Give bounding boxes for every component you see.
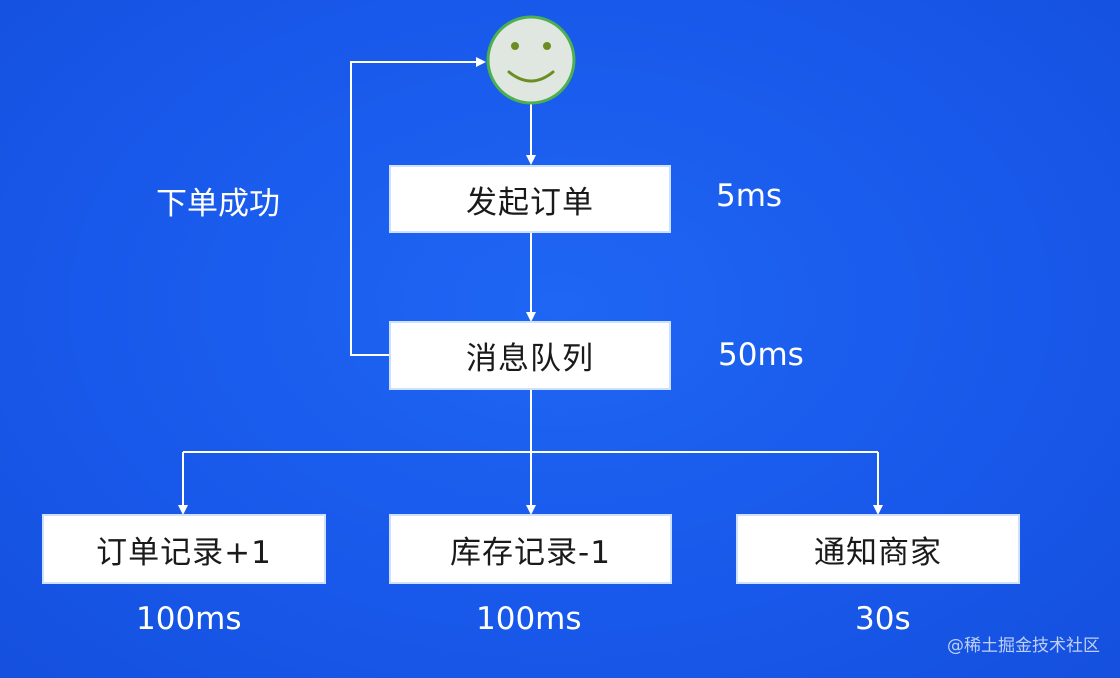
- node-inventory-record-label: 库存记录-1: [450, 534, 611, 571]
- node-place-order-label: 发起订单: [466, 184, 594, 221]
- node-order-record: 订单记录+1: [42, 514, 326, 584]
- node-order-record-label: 订单记录+1: [96, 534, 272, 571]
- node-place-order: 发起订单: [389, 165, 671, 233]
- node-notify-merchant-label: 通知商家: [814, 534, 942, 571]
- arrow-queue-to-user-feedback: [350, 57, 486, 356]
- node-inventory-record: 库存记录-1: [389, 514, 672, 584]
- timing-message-queue: 50ms: [718, 337, 804, 373]
- watermark: @稀土掘金技术社区: [947, 636, 1100, 656]
- smiley-face-icon: [486, 15, 576, 105]
- timing-place-order: 5ms: [716, 178, 783, 214]
- timing-inventory-record: 100ms: [476, 601, 582, 637]
- node-message-queue-label: 消息队列: [466, 341, 594, 377]
- feedback-label: 下单成功: [156, 186, 280, 222]
- timing-order-record: 100ms: [136, 601, 242, 637]
- node-message-queue: 消息队列: [389, 321, 671, 390]
- timing-notify-merchant: 30s: [855, 601, 911, 637]
- node-notify-merchant: 通知商家: [736, 514, 1020, 584]
